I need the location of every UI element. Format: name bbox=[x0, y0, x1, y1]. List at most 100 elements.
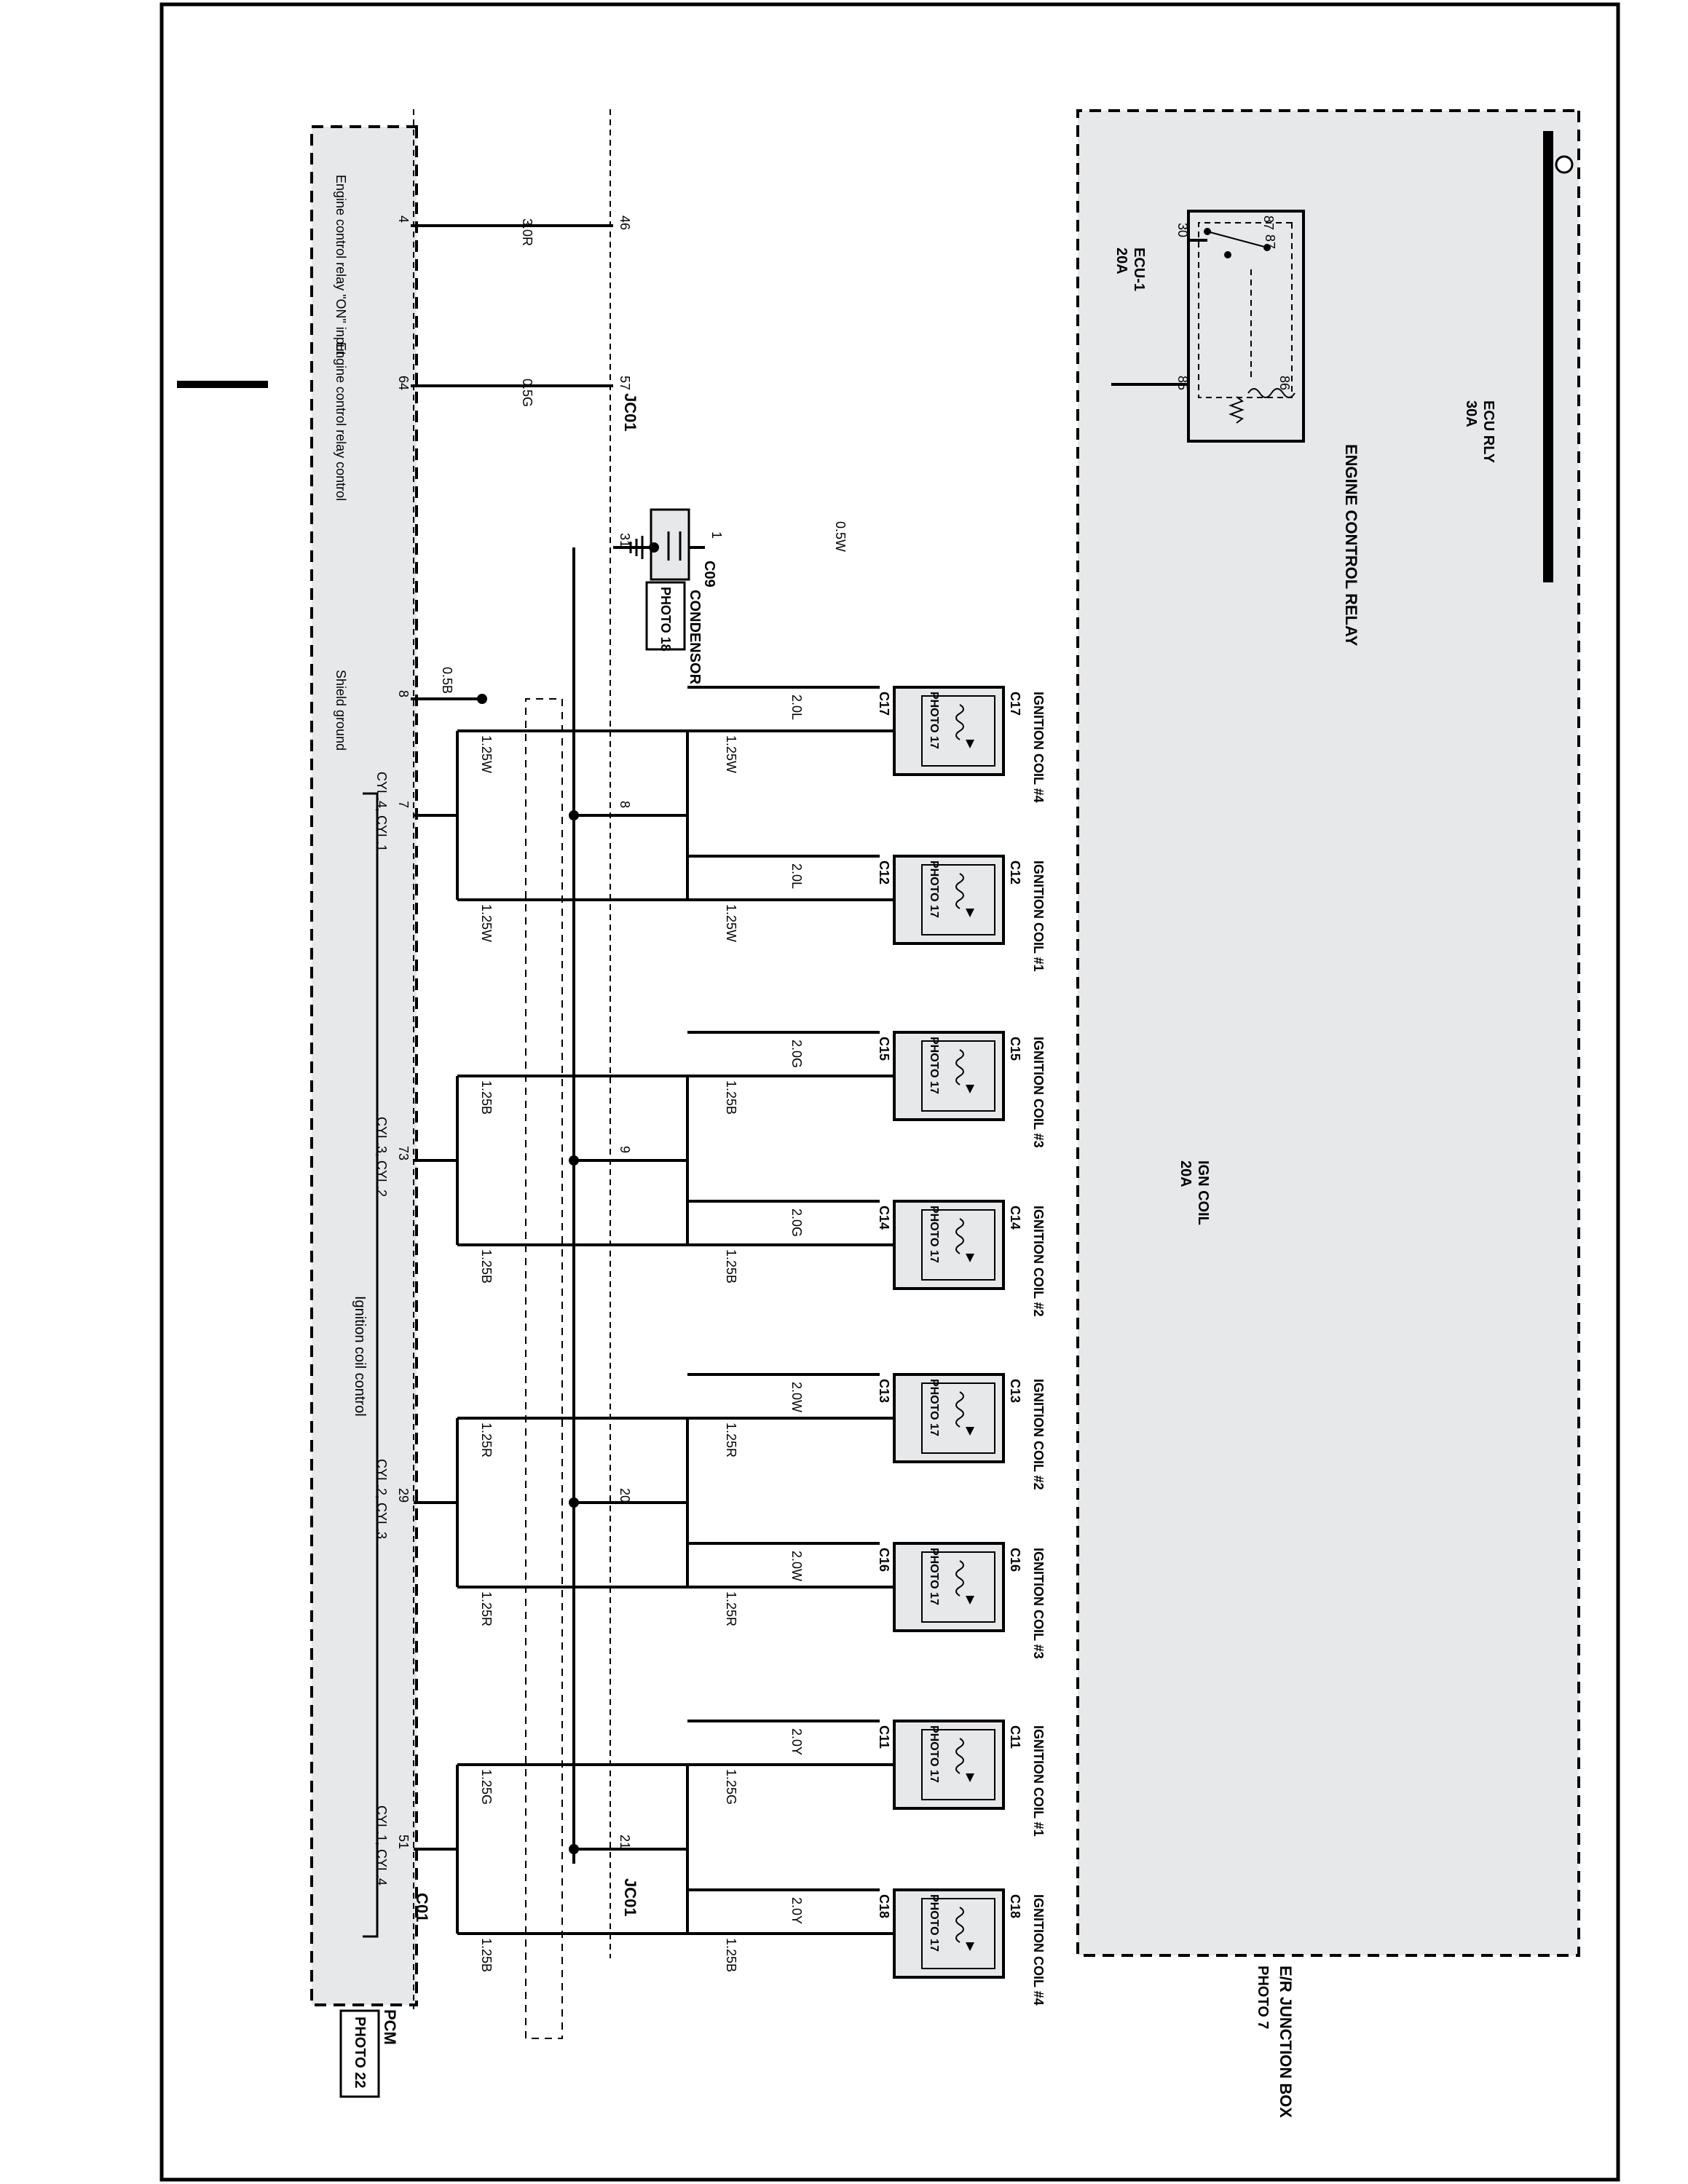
coil-pcm-wire-label: 1.25W bbox=[479, 904, 494, 942]
jb-photo: PHOTO 7 bbox=[1255, 1966, 1271, 2029]
pcm-input-4-wire: 3.0R bbox=[520, 218, 535, 246]
coil-pcm-wire-label: 1.25B bbox=[479, 1938, 494, 1972]
ignition-coil-inner bbox=[921, 1898, 995, 1969]
coil-supply-wire-label: 2.0G bbox=[789, 1208, 804, 1237]
shield-outline bbox=[525, 698, 563, 2039]
coil-winding-icon bbox=[955, 873, 964, 909]
relay-pin-85: 85 bbox=[1175, 376, 1190, 390]
ignition-coil-name: IGNITION COIL #3 bbox=[1031, 1548, 1046, 1659]
coil-connector-label: C17 bbox=[1008, 692, 1022, 716]
relay-contact bbox=[1204, 228, 1211, 235]
coil-photo: PHOTO 17 bbox=[928, 860, 940, 918]
pcm-box-outline bbox=[310, 125, 418, 2006]
ignition-coil-inner bbox=[921, 1040, 995, 1112]
coil-connector-label-top: C14 bbox=[877, 1206, 891, 1230]
ignition-coil-inner bbox=[921, 1209, 995, 1281]
condenser-photo: PHOTO 18 bbox=[658, 587, 673, 652]
coil-connector-label-top: C15 bbox=[877, 1037, 891, 1061]
condenser-connector: C09 bbox=[701, 561, 717, 587]
ecu1-fuse-name: ECU-1 bbox=[1131, 248, 1147, 291]
ignition-coil-body bbox=[893, 1031, 1005, 1121]
pcm-input-64-jb-pin: 57 bbox=[618, 376, 632, 390]
ignition-coil-body bbox=[893, 1720, 1005, 1810]
relay-pin-87a: 87 bbox=[1261, 215, 1276, 230]
ecu1-fuse-rating: 20A bbox=[1113, 248, 1129, 274]
ign-fuse-name: IGN COIL bbox=[1195, 1160, 1211, 1225]
coil-winding-icon bbox=[955, 1218, 964, 1254]
ignition-coil-body bbox=[893, 855, 1005, 945]
ignition-coil-control-brace bbox=[363, 792, 379, 1938]
diode-icon bbox=[966, 1773, 974, 1782]
relay-pin-86: 86 bbox=[1277, 376, 1292, 390]
ignition-coil-body bbox=[893, 1542, 1005, 1632]
jb-pin-label: 8 bbox=[618, 801, 632, 808]
ignition-coil-name: IGNITION COIL #1 bbox=[1031, 1725, 1046, 1837]
pcm-input-64-pin: 64 bbox=[396, 376, 411, 390]
coil-supply-wire-label: 2.0Y bbox=[789, 1897, 804, 1924]
shield-label: Shield ground bbox=[334, 670, 348, 751]
condenser-wire: 0.5W bbox=[833, 521, 848, 552]
ignition-coil-inner bbox=[921, 1382, 995, 1454]
coil-supply-wire-label: 2.0L bbox=[789, 695, 804, 720]
coil-photo: PHOTO 17 bbox=[928, 1206, 940, 1263]
pcm-photo: PHOTO 22 bbox=[352, 2017, 368, 2089]
coil-connector-label-top: C12 bbox=[877, 860, 891, 885]
relay-resistor-icon bbox=[1228, 396, 1245, 424]
pcm-input-64-wire: 0.5G bbox=[520, 379, 535, 407]
coil-connector-label: C13 bbox=[1008, 1379, 1022, 1403]
ignition-coil-inner bbox=[921, 1729, 995, 1800]
coil-connector-label: C14 bbox=[1008, 1206, 1022, 1230]
coil-winding-icon bbox=[955, 704, 964, 740]
condenser-ground-dot bbox=[649, 542, 659, 553]
coil-photo: PHOTO 17 bbox=[928, 1894, 940, 1952]
pcm-pin-label: 7 bbox=[396, 801, 411, 808]
pcm-c01-label: C01 bbox=[413, 1893, 431, 1922]
ignition-coil-name: IGNITION COIL #3 bbox=[1031, 1037, 1046, 1148]
condenser-name: CONDENSOR bbox=[687, 590, 703, 685]
shield-dot bbox=[477, 694, 487, 704]
relay-contact bbox=[1224, 251, 1231, 258]
coil-output-wire-label: 1.25G bbox=[724, 1769, 738, 1805]
relay-coil-icon bbox=[1247, 388, 1295, 398]
ecu-rly-fuse-name: ECU RLY bbox=[1480, 400, 1496, 464]
coil-winding-icon bbox=[955, 1560, 964, 1597]
coil-connector-label-top: C16 bbox=[877, 1548, 891, 1572]
diode-icon bbox=[966, 1254, 974, 1262]
condenser-photo-box bbox=[645, 581, 686, 651]
ignition-coil-name: IGNITION COIL #2 bbox=[1031, 1206, 1046, 1317]
ignition-coil-body bbox=[893, 1373, 1005, 1463]
coil-photo: PHOTO 17 bbox=[928, 1037, 940, 1094]
coil-pcm-wire-label: 1.25R bbox=[479, 1591, 494, 1626]
coil-supply-wire-label: 2.0W bbox=[789, 1551, 804, 1581]
relay-pin-30: 30 bbox=[1175, 223, 1190, 237]
ecu-rly-fuse-rating: 30A bbox=[1463, 400, 1479, 427]
coil-connector-label-top: C17 bbox=[877, 692, 891, 716]
condenser-jb-pin: 31 bbox=[618, 533, 632, 547]
condenser-pin: 1 bbox=[709, 531, 724, 539]
diode-icon bbox=[966, 1427, 974, 1436]
pcm-name: PCM bbox=[381, 2009, 399, 2045]
ignition-coil-inner bbox=[921, 864, 995, 935]
coil-connector-label: C18 bbox=[1008, 1894, 1022, 1918]
relay-box bbox=[1187, 210, 1305, 443]
jc01-label: JC01 bbox=[621, 393, 639, 432]
pcm-pin-label: 29 bbox=[396, 1488, 411, 1503]
coil-connector-label: C12 bbox=[1008, 860, 1022, 885]
pcm-input-4-pin: 4 bbox=[396, 215, 411, 223]
coil-pcm-wire-label: 1.25B bbox=[479, 1249, 494, 1283]
ignition-coil-body bbox=[893, 686, 1005, 776]
coil-winding-icon bbox=[955, 1049, 964, 1085]
coil-winding-icon bbox=[955, 1907, 964, 1943]
relay-contact bbox=[1263, 244, 1271, 251]
coil-photo: PHOTO 17 bbox=[928, 1548, 940, 1605]
diode-icon bbox=[966, 740, 974, 748]
coil-connector-label: C16 bbox=[1008, 1548, 1022, 1572]
shield-pin: 8 bbox=[396, 690, 411, 697]
jb-pin-label: 9 bbox=[618, 1146, 632, 1153]
coil-pcm-wire-label: 1.25B bbox=[479, 1080, 494, 1115]
ignition-coil-name: IGNITION COIL #4 bbox=[1031, 692, 1046, 803]
jb-pin-label: 21 bbox=[618, 1835, 632, 1849]
coil-output-wire-label: 1.25W bbox=[724, 735, 738, 773]
